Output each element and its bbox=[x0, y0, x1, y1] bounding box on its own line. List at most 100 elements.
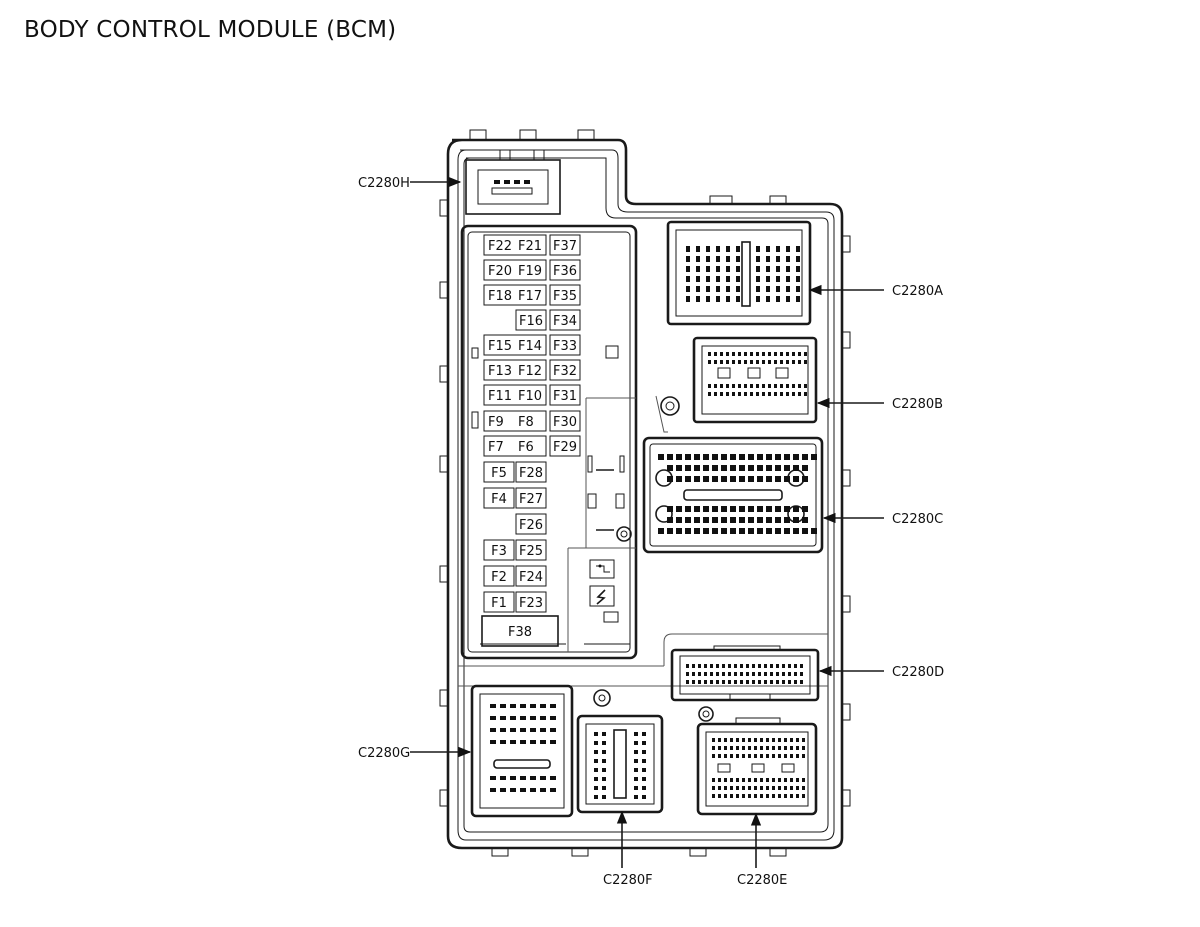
pin bbox=[760, 794, 763, 798]
pin bbox=[786, 256, 790, 262]
fuse-label-f27: F27 bbox=[519, 492, 543, 507]
pin bbox=[786, 360, 789, 364]
connector-c2280h[interactable] bbox=[465, 149, 561, 215]
pin bbox=[762, 392, 765, 396]
connector-c2280f[interactable] bbox=[576, 714, 664, 814]
pin bbox=[738, 392, 741, 396]
fuse-f33[interactable]: F33 bbox=[549, 334, 581, 356]
pin bbox=[712, 794, 715, 798]
fuse-f38[interactable]: F38 bbox=[481, 615, 559, 647]
fuse-outline bbox=[483, 384, 547, 406]
pin bbox=[748, 454, 754, 460]
fuse-f34[interactable]: F34 bbox=[549, 309, 581, 331]
pin bbox=[676, 528, 682, 534]
connector-c2280b[interactable] bbox=[692, 336, 818, 424]
pin bbox=[696, 296, 700, 302]
pin bbox=[726, 352, 729, 356]
pin bbox=[520, 728, 526, 732]
pin bbox=[594, 768, 598, 772]
fuse-f25[interactable]: F25 bbox=[515, 539, 547, 561]
pin bbox=[778, 794, 781, 798]
pin bbox=[736, 786, 739, 790]
pin bbox=[784, 528, 790, 534]
fuse-f23[interactable]: F23 bbox=[515, 591, 547, 613]
pin bbox=[676, 506, 682, 512]
pin bbox=[757, 528, 763, 534]
fuse-f3[interactable]: F3 bbox=[483, 539, 515, 561]
fuse-outline bbox=[515, 565, 547, 587]
pin bbox=[802, 454, 808, 460]
pin bbox=[776, 276, 780, 282]
pin bbox=[775, 465, 781, 471]
pin bbox=[775, 454, 781, 460]
pin bbox=[750, 392, 753, 396]
pin bbox=[796, 786, 799, 790]
pin bbox=[762, 352, 765, 356]
pin bbox=[754, 778, 757, 782]
connector-c2280a[interactable] bbox=[666, 220, 812, 326]
fuse-outline bbox=[549, 309, 581, 331]
pin bbox=[602, 750, 606, 754]
pin bbox=[792, 352, 795, 356]
pin bbox=[793, 454, 799, 460]
pin bbox=[739, 517, 745, 523]
fuse-f29[interactable]: F29 bbox=[549, 435, 581, 457]
fuse-outline bbox=[483, 591, 515, 613]
pin bbox=[766, 454, 772, 460]
pin bbox=[804, 352, 807, 356]
fuse-f16[interactable]: F16 bbox=[515, 309, 547, 331]
pin bbox=[667, 454, 673, 460]
fuse-f2[interactable]: F2 bbox=[483, 565, 515, 587]
fuse-f31[interactable]: F31 bbox=[549, 384, 581, 406]
pin bbox=[540, 716, 546, 720]
fuse-f35[interactable]: F35 bbox=[549, 284, 581, 306]
pin bbox=[794, 672, 797, 676]
pin bbox=[796, 754, 799, 758]
pin bbox=[756, 256, 760, 262]
connector-c2280g[interactable] bbox=[470, 684, 574, 818]
pin bbox=[748, 517, 754, 523]
connector-c2280d[interactable] bbox=[670, 645, 820, 702]
pin bbox=[550, 776, 556, 780]
pin bbox=[793, 528, 799, 534]
pin bbox=[746, 672, 749, 676]
pin bbox=[772, 786, 775, 790]
pin bbox=[793, 465, 799, 471]
fuse-f30[interactable]: F30 bbox=[549, 410, 581, 432]
fuse-f5[interactable]: F5 bbox=[483, 461, 515, 483]
fuse-f1[interactable]: F1 bbox=[483, 591, 515, 613]
pin bbox=[712, 754, 715, 758]
fuse-f37[interactable]: F37 bbox=[549, 234, 581, 256]
pin bbox=[530, 728, 536, 732]
fuse-panel bbox=[460, 224, 638, 660]
fuse-outline bbox=[549, 384, 581, 406]
pin bbox=[768, 392, 771, 396]
pin bbox=[766, 786, 769, 790]
fuse-f24[interactable]: F24 bbox=[515, 565, 547, 587]
pin bbox=[793, 476, 799, 482]
fuse-f27[interactable]: F27 bbox=[515, 487, 547, 509]
pin bbox=[634, 795, 638, 799]
connector-c2280e[interactable] bbox=[696, 717, 818, 816]
pin bbox=[748, 786, 751, 790]
fuse-f4[interactable]: F4 bbox=[483, 487, 515, 509]
pin bbox=[742, 794, 745, 798]
pin bbox=[634, 768, 638, 772]
pin bbox=[768, 352, 771, 356]
fuse-f26[interactable]: F26 bbox=[515, 513, 547, 535]
fuse-label-f12: F12 bbox=[518, 364, 542, 379]
fuse-f28[interactable]: F28 bbox=[515, 461, 547, 483]
fuse-f36[interactable]: F36 bbox=[549, 259, 581, 281]
pin bbox=[530, 740, 536, 744]
fuse-f32[interactable]: F32 bbox=[549, 359, 581, 381]
pin bbox=[540, 776, 546, 780]
